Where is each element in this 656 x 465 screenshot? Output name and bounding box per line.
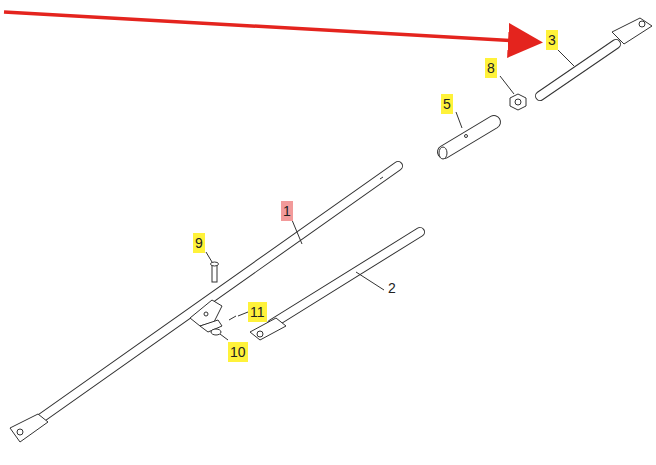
callout-number: 3 bbox=[546, 30, 558, 50]
parts-drawing bbox=[10, 18, 652, 442]
callout-number: 2 bbox=[386, 278, 398, 298]
callout-number: 5 bbox=[441, 94, 453, 114]
callout-number: 1 bbox=[281, 201, 293, 221]
callout-number: 8 bbox=[485, 58, 497, 78]
pointer-arrow bbox=[4, 12, 536, 42]
callout-number: 9 bbox=[193, 233, 205, 253]
callout-number: 11 bbox=[248, 302, 267, 322]
callout-number: 10 bbox=[228, 342, 248, 362]
